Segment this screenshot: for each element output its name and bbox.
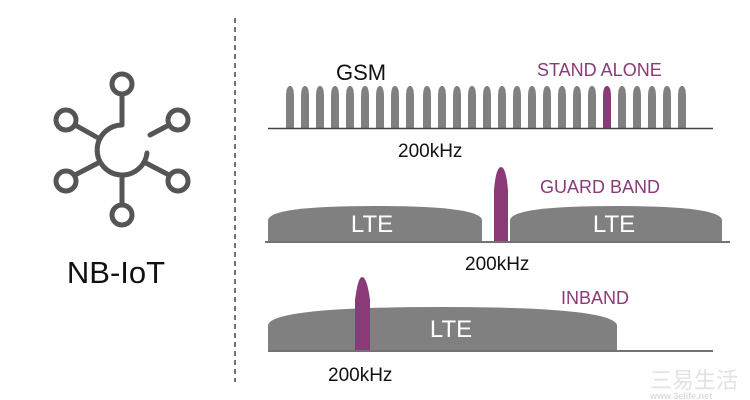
gsm-carrier xyxy=(528,86,536,128)
gsm-carrier xyxy=(376,86,384,128)
standalone-label: STAND ALONE xyxy=(537,60,662,80)
gsm-carrier xyxy=(648,86,656,128)
inband-lte-label: LTE xyxy=(430,316,472,343)
gsm-carrier xyxy=(588,86,596,128)
gsm-carrier xyxy=(663,86,671,128)
inband-bandwidth: 200kHz xyxy=(328,365,392,386)
guard-lte-right-label: LTE xyxy=(593,211,635,238)
gsm-carrier xyxy=(498,86,506,128)
gsm-carrier xyxy=(438,86,446,128)
title-label: NB-IoT xyxy=(67,255,165,290)
gsm-carrier xyxy=(543,86,551,128)
gsm-carrier xyxy=(301,86,309,128)
gsm-carrier xyxy=(406,86,414,128)
gsm-carrier xyxy=(346,86,354,128)
gsm-carrier xyxy=(678,86,686,128)
guard-bandwidth: 200kHz xyxy=(465,254,529,275)
gsm-carrier xyxy=(573,86,581,128)
gsm-carrier xyxy=(513,86,521,128)
gsm-carriers xyxy=(286,86,686,128)
gsm-carrier xyxy=(453,86,461,128)
gsm-carrier xyxy=(286,86,294,128)
guard-nb-carrier xyxy=(494,167,508,241)
gsm-carrier xyxy=(468,86,476,128)
gsm-carrier xyxy=(316,86,324,128)
gsm-carrier xyxy=(618,86,626,128)
guard-lte-right xyxy=(510,206,722,241)
guard-lte-left xyxy=(268,206,482,241)
network-hub-icon xyxy=(53,71,191,228)
gsm-carrier xyxy=(423,86,431,128)
watermark-logo: 三易生活 xyxy=(650,368,738,393)
guardband-label: GUARD BAND xyxy=(540,177,660,197)
gsm-carrier xyxy=(633,86,641,128)
gsm-carrier xyxy=(483,86,491,128)
gsm-carrier xyxy=(331,86,339,128)
standalone-bandwidth: 200kHz xyxy=(398,141,462,162)
gsm-carrier xyxy=(558,86,566,128)
gsm-carrier xyxy=(391,86,399,128)
gsm-carrier xyxy=(361,86,369,128)
watermark-url: www.3elife.net xyxy=(649,391,712,400)
standalone-nb-carrier xyxy=(603,86,611,128)
inband-label: INBAND xyxy=(561,288,629,308)
inband-nb-carrier xyxy=(355,277,370,350)
guard-lte-left-label: LTE xyxy=(351,211,393,238)
gsm-label: GSM xyxy=(336,60,386,85)
